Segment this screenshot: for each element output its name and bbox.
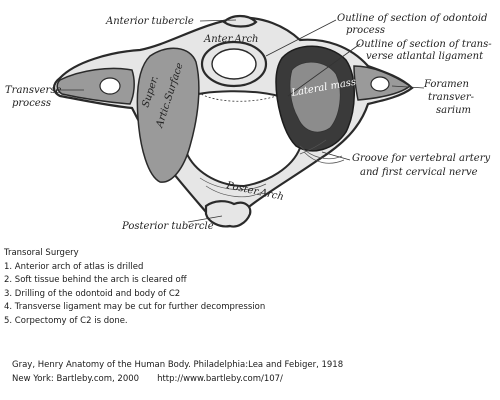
left-superior-articular-surface xyxy=(136,47,200,183)
citation-line-2: New York: Bartleby.com, 2000 http://www.b… xyxy=(12,373,492,387)
vertebral-foramen xyxy=(180,90,304,188)
citation-publisher: New York: Bartleby.com, 2000 xyxy=(12,373,140,384)
citation-url: http://www.bartleby.com/107/ xyxy=(157,373,283,384)
atlas-bone xyxy=(52,14,414,228)
label-anterior-arch: Anter.Arch xyxy=(203,34,259,45)
transverse-ligament-outline xyxy=(197,91,283,102)
procedure-step: 3. Drilling of the odontoid and body of … xyxy=(4,288,181,299)
atlas-vertebra-illustration: Anterior tubercle Outline of section of … xyxy=(5,13,492,232)
label-ligament-outline-1: Outline of section of trans- xyxy=(356,39,492,50)
procedure-steps: 1. Anterior arch of atlas is drilled 2. … xyxy=(4,261,474,329)
label-anterior-tubercle: Anterior tubercle xyxy=(105,16,194,27)
left-foramen-transversarium xyxy=(99,77,121,95)
label-ligament-outline-2: verse atlantal ligament xyxy=(366,51,484,62)
right-foramen-transversarium xyxy=(370,76,390,92)
label-groove-1: Groove for vertebral artery xyxy=(352,153,491,164)
label-transverse-process-2: process xyxy=(12,98,51,109)
procedure-step: 4. Transverse ligament may be cut for fu… xyxy=(4,302,266,312)
label-groove-2: and first cervical nerve xyxy=(360,167,478,178)
procedure-step: 1. Anterior arch of atlas is drilled xyxy=(4,261,144,272)
label-foramen-transversarium-1: Foramen xyxy=(423,79,469,90)
label-posterior-tubercle: Posterior tubercle xyxy=(121,221,214,232)
posterior-tubercle-shape xyxy=(204,200,252,228)
label-foramen-transversarium-2: transver- xyxy=(428,92,475,103)
odontoid-facet xyxy=(211,48,257,80)
citation-line-1: Gray, Henry Anatomy of the Human Body. P… xyxy=(12,360,344,370)
label-transverse-process-1: Transverse xyxy=(5,85,61,96)
posterior-arch-shading xyxy=(199,139,327,198)
right-lateral-mass-highlight xyxy=(289,61,341,133)
label-foramen-transversarium-3: sarium xyxy=(436,105,471,116)
procedure-title: Transoral Surgery xyxy=(4,248,79,258)
procedure-notes: Transoral Surgery 1. Anterior arch of at… xyxy=(4,247,474,328)
anterior-tubercle-shape xyxy=(222,14,258,28)
citation: Gray, Henry Anatomy of the Human Body. P… xyxy=(12,359,492,386)
label-odontoid-outline-2: process xyxy=(346,25,385,36)
label-odontoid-outline-1: Outline of section of odontoid xyxy=(337,13,487,24)
left-transverse-process xyxy=(56,67,135,105)
vertebral-artery-groove xyxy=(299,145,345,164)
procedure-step: 2. Soft tissue behind the arch is cleare… xyxy=(4,275,187,285)
procedure-step: 5. Corpectomy of C2 is done. xyxy=(4,315,128,326)
leader-lines xyxy=(60,19,425,223)
